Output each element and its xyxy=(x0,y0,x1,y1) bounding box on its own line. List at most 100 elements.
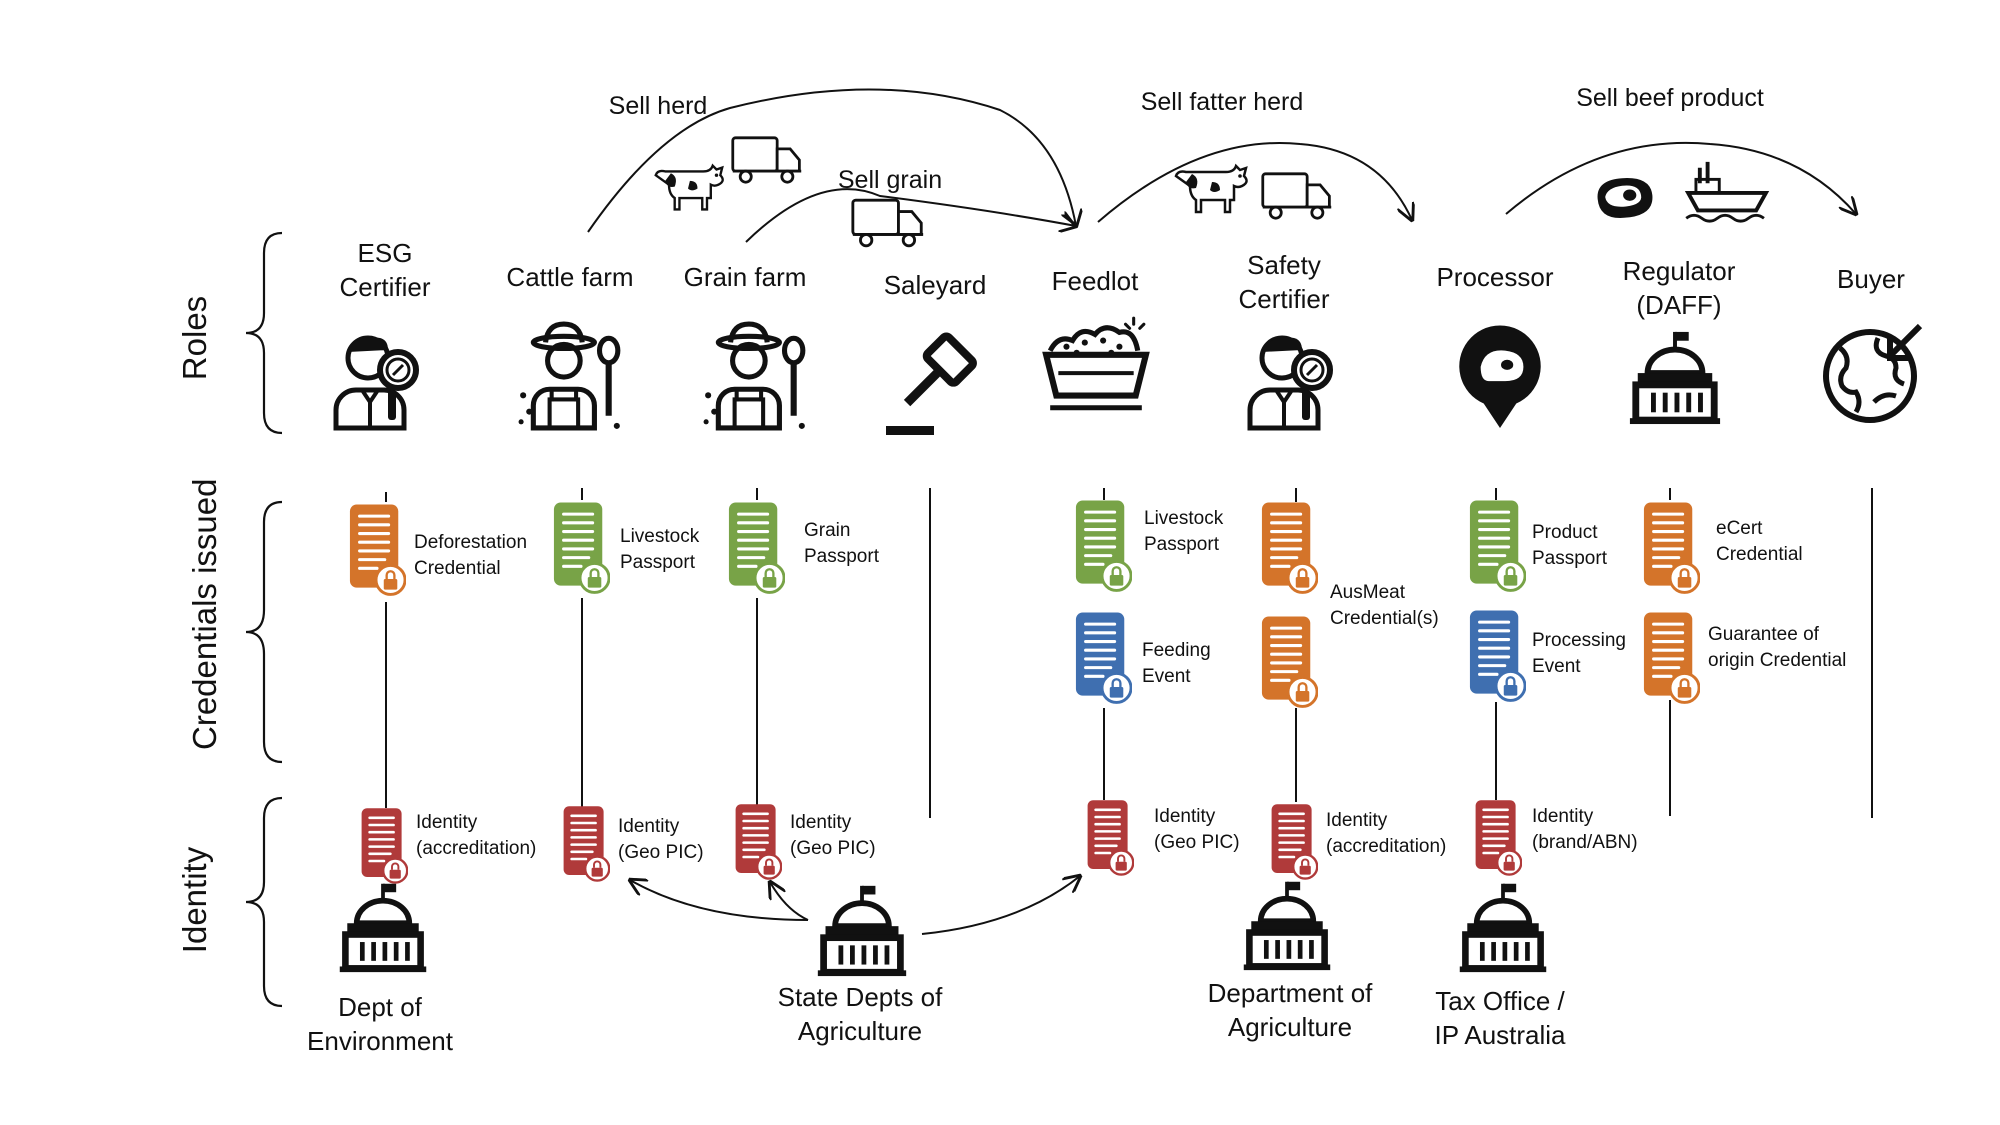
identity-label-line: Identity xyxy=(618,816,680,837)
authority-label-line: Agriculture xyxy=(1227,1012,1353,1042)
state-to-grain-arrow xyxy=(770,882,809,921)
role-regulator-line1: Regulator xyxy=(1622,256,1736,286)
guarantee-origin-credential-icon xyxy=(1642,610,1700,704)
flow-label-sell-grain: Sell grain xyxy=(837,166,943,194)
location-pin-icon xyxy=(1459,325,1541,428)
identity-icon xyxy=(562,804,610,882)
identity-label-grain: Identity (Geo PIC) xyxy=(790,810,876,862)
cow-icon xyxy=(1174,164,1248,214)
credential-label-ecert: eCert Credential xyxy=(1716,516,1803,568)
state-to-cattle-arrow xyxy=(630,880,809,921)
credential-documents xyxy=(348,498,1700,708)
authority-label-line: Environment xyxy=(307,1026,453,1056)
flow-label-sell-fatter-herd: Sell fatter herd xyxy=(1140,88,1304,116)
credential-label-line: Credential xyxy=(414,558,501,579)
sell-herd-arc xyxy=(587,88,1076,233)
role-saleyard: Saleyard xyxy=(883,270,987,300)
sell-fatter-herd-arc xyxy=(1097,142,1412,222)
processing-event-icon xyxy=(1468,608,1526,702)
identity-label-line: (Geo PIC) xyxy=(618,842,704,863)
authority-label-line: Department of xyxy=(1207,978,1373,1008)
section-label-credentials: Credentials issued xyxy=(186,478,223,750)
identity-label-line: (Geo PIC) xyxy=(790,838,876,859)
role-esg-certifier: ESG Certifier xyxy=(320,236,450,304)
grain-passport-icon xyxy=(727,500,785,594)
flow-label-sell-herd: Sell herd xyxy=(608,92,708,120)
identity-label-cattle: Identity (Geo PIC) xyxy=(618,814,704,866)
identity-label-safety: Identity (accreditation) xyxy=(1326,808,1446,860)
identity-icon xyxy=(360,806,408,884)
credential-label-processing-event: Processing Event xyxy=(1532,628,1626,680)
role-safety-certifier: Safety Certifier xyxy=(1214,248,1354,316)
credential-label-line: Livestock xyxy=(620,526,700,547)
identity-label-processor: Identity (brand/ABN) xyxy=(1532,804,1638,856)
government-building-icon xyxy=(1244,882,1330,970)
credential-label-line: Passport xyxy=(804,546,879,567)
state-to-feedlot-arrow xyxy=(921,876,1080,935)
identity-icon xyxy=(734,802,782,880)
authority-label-line: IP Australia xyxy=(1434,1020,1566,1050)
authority-label-line: Dept of xyxy=(338,992,422,1022)
identity-label-line: Identity xyxy=(1154,806,1216,827)
role-regulator-line2: (DAFF) xyxy=(1636,290,1722,320)
globe-icon xyxy=(1826,326,1920,420)
identity-label-esg: Identity (accreditation) xyxy=(416,810,536,862)
identity-label-line: Identity xyxy=(1532,806,1594,827)
column-lines xyxy=(385,488,1873,818)
roles-brace xyxy=(245,231,283,435)
credential-label-line: Grain xyxy=(804,520,851,541)
feed-trough-icon xyxy=(1046,318,1146,408)
identity-label-line: Identity xyxy=(1326,810,1388,831)
credential-label-livestock-passport: Livestock Passport xyxy=(620,524,699,576)
credential-label-line: Passport xyxy=(1144,534,1219,555)
credential-label-line: Guarantee of xyxy=(1708,624,1819,645)
sell-beef-arc xyxy=(1505,141,1856,214)
certifier-icon xyxy=(336,337,416,428)
credential-label-ausmeat: AusMeat Credential(s) xyxy=(1330,580,1439,632)
ship-icon xyxy=(1684,159,1768,224)
identity-icon xyxy=(1474,798,1522,876)
identity-label-line: (accreditation) xyxy=(1326,836,1447,857)
authority-label-line: Agriculture xyxy=(797,1016,923,1046)
issuance-arrows xyxy=(630,876,1080,935)
credential-label-line: Passport xyxy=(1532,548,1607,569)
credentials-brace xyxy=(245,500,283,764)
truck-icon xyxy=(731,136,803,184)
credential-label-product-passport: Product Passport xyxy=(1532,520,1607,572)
credential-label-guarantee-origin: Guarantee of origin Credential xyxy=(1708,622,1846,674)
role-feedlot: Feedlot xyxy=(1051,266,1139,296)
steak-icon xyxy=(1597,178,1653,218)
ausmeat-credential-icon xyxy=(1260,614,1318,708)
credential-label-line: Deforestation xyxy=(414,532,528,553)
feeding-event-icon xyxy=(1074,610,1132,704)
farmer-icon xyxy=(519,324,620,429)
identity-icon xyxy=(1086,798,1134,876)
identity-icon xyxy=(1270,802,1318,880)
credential-label-line: Processing xyxy=(1532,630,1626,651)
gavel-icon xyxy=(886,335,975,435)
credential-label-line: Feeding xyxy=(1142,640,1211,661)
credential-label-line: AusMeat xyxy=(1330,582,1405,603)
role-esg-certifier-line2: Certifier xyxy=(339,272,431,302)
cow-icon xyxy=(654,164,724,211)
credential-label-line: Event xyxy=(1142,666,1191,687)
identity-label-line: (Geo PIC) xyxy=(1154,832,1240,853)
authority-label-line: State Depts of xyxy=(777,982,943,1012)
identity-label-feedlot: Identity (Geo PIC) xyxy=(1154,804,1240,856)
ecert-credential-icon xyxy=(1642,500,1700,594)
role-buyer: Buyer xyxy=(1837,264,1905,294)
identity-label-line: (brand/ABN) xyxy=(1532,832,1638,853)
credential-label-feeding-event: Feeding Event xyxy=(1142,638,1211,690)
authority-dept-ag: Department of Agriculture xyxy=(1190,976,1390,1044)
identity-brace xyxy=(245,796,283,1008)
role-processor: Processor xyxy=(1436,262,1554,292)
credential-label-line: eCert xyxy=(1716,518,1763,539)
livestock-passport-icon xyxy=(552,500,610,594)
truck-icon xyxy=(1261,172,1333,220)
government-building-icon xyxy=(340,884,426,972)
certifier-icon xyxy=(1250,337,1330,428)
credential-label-line: Event xyxy=(1532,656,1581,677)
credential-label-line: Credential xyxy=(1716,544,1803,565)
flow-label-sell-beef-product: Sell beef product xyxy=(1576,84,1764,112)
